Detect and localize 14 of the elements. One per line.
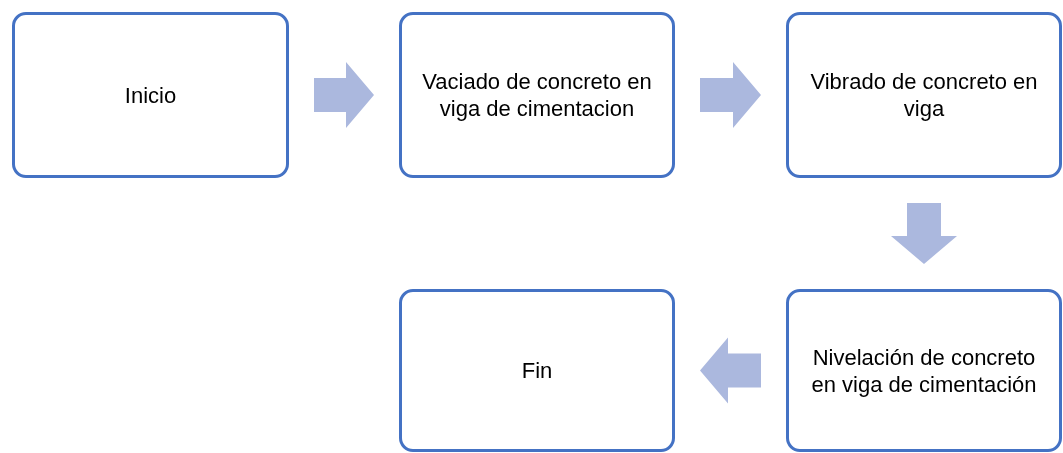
box-label: Vaciado de concreto en viga de cimentacion	[421, 68, 653, 122]
process-box	[399, 12, 675, 178]
block-arrow	[314, 62, 374, 128]
box-label: Fin	[521, 357, 553, 384]
process-box	[786, 12, 1062, 178]
process-box	[786, 289, 1062, 452]
box-label: Vibrado de concreto en viga	[809, 68, 1039, 122]
block-arrow	[891, 203, 957, 264]
process-box	[12, 12, 289, 178]
box-label: Inicio	[124, 81, 177, 109]
box-label: Nivelación de concreto en viga de cimentación	[810, 343, 1038, 398]
block-arrow	[700, 62, 761, 128]
process-box	[399, 289, 675, 452]
block-arrow	[700, 337, 761, 404]
